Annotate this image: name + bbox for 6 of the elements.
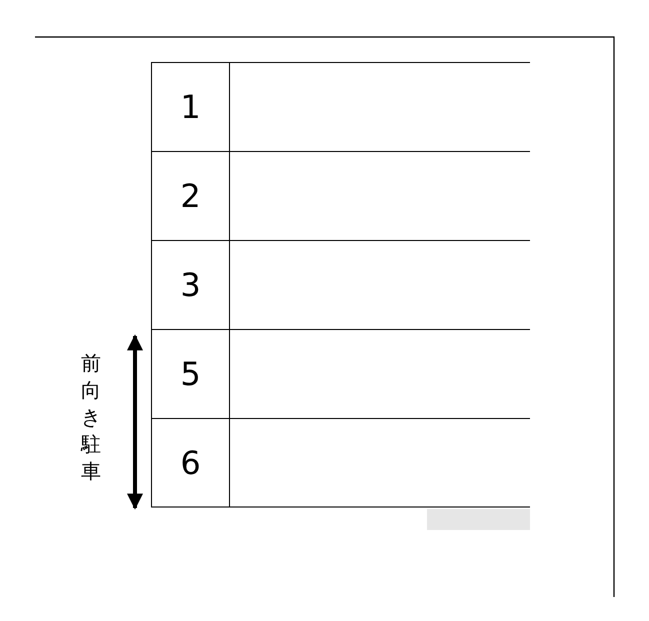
space-number: 3 [151,241,230,329]
space-number: 6 [151,419,230,507]
space-number: 2 [151,152,230,240]
space-number: 5 [151,330,230,418]
parking-note: 前向き駐車 [80,350,102,485]
space-number: 1 [151,63,230,151]
